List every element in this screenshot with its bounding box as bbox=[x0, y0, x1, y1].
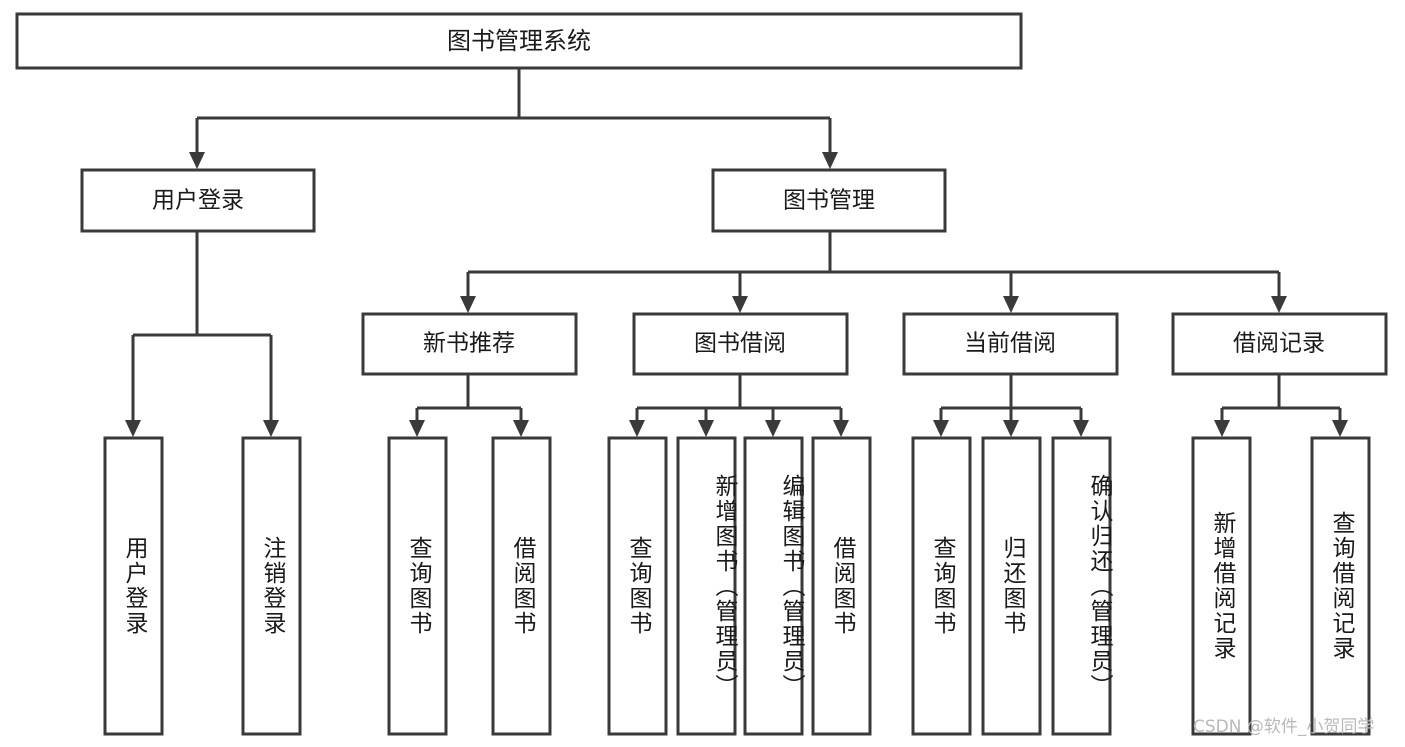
leaf-user-login-box[interactable] bbox=[103, 436, 164, 736]
connector-group-borrow-record bbox=[1214, 375, 1348, 437]
connector-group-book-management bbox=[460, 232, 1287, 313]
arrow-head-book-borrow bbox=[732, 296, 748, 313]
arrow-head-leaf-query-record bbox=[1332, 420, 1348, 437]
leaf-confirm-return-box[interactable] bbox=[1051, 436, 1112, 736]
leaf-add-book-box[interactable] bbox=[676, 436, 737, 736]
node-root[interactable]: 图书管理系统 bbox=[15, 12, 1023, 70]
node-book-borrow-label: 图书借阅 bbox=[694, 331, 786, 357]
arrow-head-leaf-borrow-book-2 bbox=[833, 420, 849, 437]
connector-group-root bbox=[189, 69, 838, 169]
leaf-query-book-3-box[interactable] bbox=[911, 436, 972, 736]
node-current-borrow[interactable]: 当前借阅 bbox=[902, 312, 1119, 376]
leaf-add-record-box[interactable] bbox=[1191, 436, 1252, 736]
node-new-book-recommend-box[interactable] bbox=[361, 312, 578, 376]
node-book-borrow-box[interactable] bbox=[632, 312, 849, 376]
node-book-borrow[interactable]: 图书借阅 bbox=[632, 312, 849, 376]
connector-group-new-book-recommend bbox=[409, 375, 529, 437]
node-current-borrow-box[interactable] bbox=[902, 312, 1119, 376]
arrow-head-book-management bbox=[822, 152, 838, 169]
csdn-watermark: CSDN @软件_小贺同学 bbox=[1193, 717, 1375, 737]
node-user-login-label: 用户登录 bbox=[152, 188, 244, 214]
node-book-management-box[interactable] bbox=[711, 168, 947, 233]
leaf-return-book-box[interactable] bbox=[981, 436, 1042, 736]
leaf-query-book-2-box[interactable] bbox=[607, 436, 668, 736]
arrow-head-leaf-add-book bbox=[698, 420, 714, 437]
node-root-label: 图书管理系统 bbox=[447, 27, 591, 55]
arrow-head-leaf-query-book-2 bbox=[629, 420, 645, 437]
leaf-borrow-book-2-box[interactable] bbox=[811, 436, 872, 736]
arrow-head-new-book-recommend bbox=[460, 296, 476, 313]
connector-group-book-borrow bbox=[629, 375, 849, 437]
arrow-head-leaf-edit-book bbox=[765, 420, 781, 437]
node-new-book-recommend[interactable]: 新书推荐 bbox=[361, 312, 578, 376]
node-book-management[interactable]: 图书管理 bbox=[711, 168, 947, 233]
arrow-head-leaf-add-record bbox=[1214, 420, 1230, 437]
node-current-borrow-label: 当前借阅 bbox=[964, 331, 1056, 357]
arrow-head-leaf-confirm-return bbox=[1073, 420, 1089, 437]
node-borrow-record[interactable]: 借阅记录 bbox=[1171, 312, 1388, 376]
arrow-head-borrow-record bbox=[1271, 296, 1287, 313]
node-borrow-record-label: 借阅记录 bbox=[1233, 331, 1325, 357]
connector-group-user-login bbox=[125, 232, 279, 437]
node-new-book-recommend-label: 新书推荐 bbox=[423, 331, 515, 357]
arrow-head-leaf-user-login bbox=[125, 420, 141, 437]
arrow-head-leaf-query-book-3 bbox=[933, 420, 949, 437]
node-book-management-label: 图书管理 bbox=[783, 188, 875, 214]
arrow-head-leaf-return-book bbox=[1003, 420, 1019, 437]
arrow-head-leaf-query-book-1 bbox=[409, 420, 425, 437]
node-root-box[interactable] bbox=[15, 12, 1023, 70]
arrow-head-current-borrow bbox=[1003, 296, 1019, 313]
leaf-query-book-1-box[interactable] bbox=[387, 436, 448, 736]
leaf-query-record-box[interactable] bbox=[1310, 436, 1371, 736]
connector-group-current-borrow bbox=[933, 375, 1089, 437]
arrow-head-user-login bbox=[189, 152, 205, 169]
arrow-head-leaf-borrow-book-1 bbox=[513, 420, 529, 437]
leaf-logout-login-box[interactable] bbox=[241, 436, 302, 736]
node-user-login[interactable]: 用户登录 bbox=[80, 168, 316, 233]
node-borrow-record-box[interactable] bbox=[1171, 312, 1388, 376]
leaf-edit-book-box[interactable] bbox=[743, 436, 804, 736]
arrow-head-leaf-logout-login bbox=[263, 420, 279, 437]
leaf-box-group bbox=[103, 436, 1371, 736]
leaf-borrow-book-1-box[interactable] bbox=[491, 436, 552, 736]
node-user-login-box[interactable] bbox=[80, 168, 316, 233]
